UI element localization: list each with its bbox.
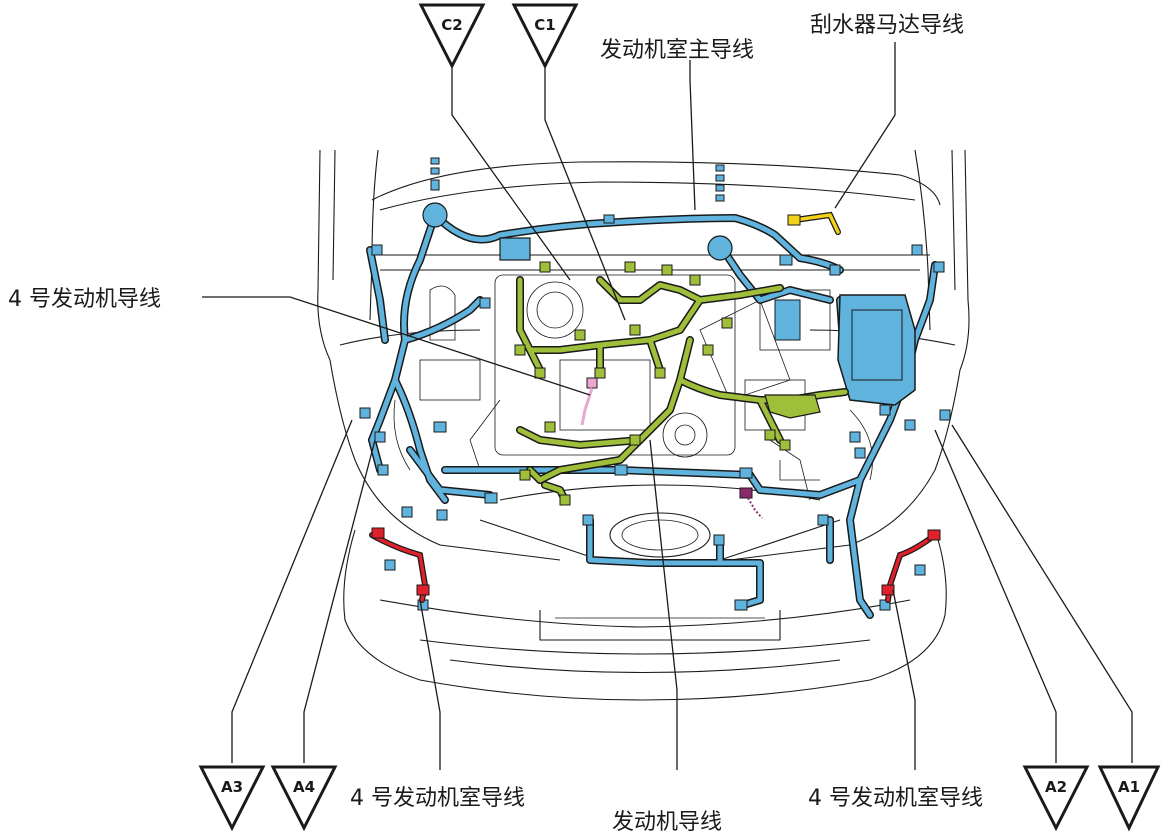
pink-connector (586, 377, 598, 389)
label-engine-room-main-wire: 发动机室主导线 (600, 38, 754, 63)
marker-a1: A1 (1097, 765, 1161, 832)
marker-c2: C2 (418, 3, 486, 70)
marker-a2-text: A2 (1045, 778, 1067, 796)
marker-a1-text: A1 (1118, 778, 1140, 796)
label-wiper-motor-wire: 刮水器马达导线 (810, 13, 964, 38)
leader-lines (202, 42, 1133, 770)
green-harness-group (514, 261, 849, 506)
marker-c2-text: C2 (441, 16, 462, 34)
yellow-harness-group (787, 211, 841, 235)
label-no4-engine-room-wire-right: 4 号发动机室导线 (808, 786, 983, 811)
marker-c1-text: C1 (534, 16, 555, 34)
label-engine-wire: 发动机导线 (612, 810, 722, 834)
label-no4-engine-wire: 4 号发动机导线 (8, 287, 161, 312)
marker-a4-text: A4 (293, 778, 315, 796)
purple-connector (739, 487, 753, 499)
marker-c1: C1 (511, 3, 579, 70)
marker-a2: A2 (1022, 765, 1090, 832)
red-harness-group (369, 527, 941, 603)
label-no4-engine-room-wire-left: 4 号发动机室导线 (350, 786, 525, 811)
marker-a4: A4 (270, 765, 338, 832)
marker-a3: A3 (198, 765, 266, 832)
marker-a3-text: A3 (221, 778, 243, 796)
